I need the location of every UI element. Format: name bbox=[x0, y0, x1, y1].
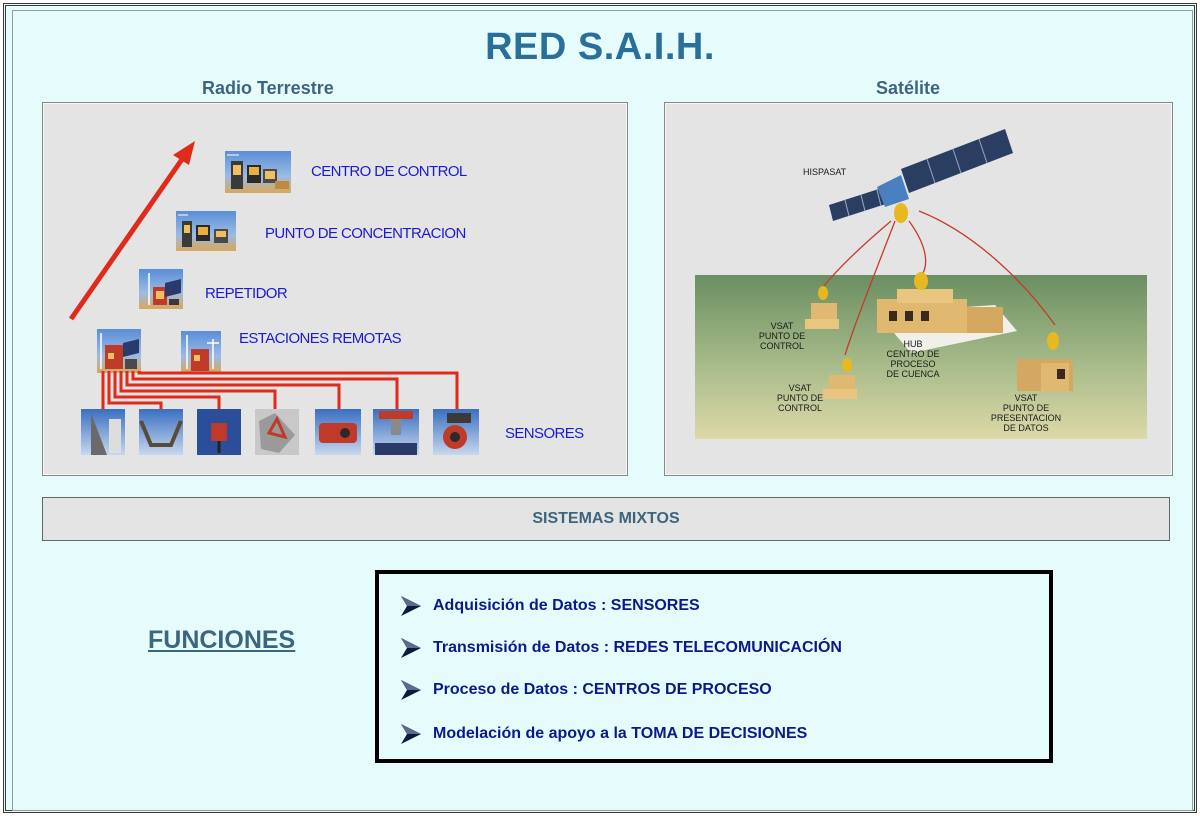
sensor-wires bbox=[101, 371, 459, 409]
function-item-label: Modelación de apoyo a la TOMA DE DECISIO… bbox=[433, 725, 808, 742]
sensor-icon-2 bbox=[139, 409, 183, 455]
inner-frame bbox=[12, 10, 1193, 811]
repeater-icon bbox=[139, 269, 183, 309]
function-item: Proceso de Datos : CENTROS DE PROCESO bbox=[399, 678, 772, 702]
vsat-building-3 bbox=[1017, 332, 1073, 391]
arrow-bullet-icon bbox=[401, 680, 421, 700]
function-item-label: Proceso de Datos : CENTROS DE PROCESO bbox=[433, 681, 772, 698]
radio-diagram bbox=[68, 141, 479, 455]
function-item-label: Transmisión de Datos : REDES TELECOMUNIC… bbox=[433, 639, 842, 656]
label-vsat-control-2: VSAT PUNTO DE CONTROL bbox=[776, 383, 824, 413]
label-control-center: CENTRO DE CONTROL bbox=[311, 163, 467, 180]
label-repeater: REPETIDOR bbox=[205, 285, 288, 302]
sensor-icon-3 bbox=[197, 409, 241, 455]
control-center-icon bbox=[225, 151, 291, 193]
sensor-icon-4 bbox=[255, 409, 299, 455]
label-vsat-control-1: VSAT PUNTO DE CONTROL bbox=[758, 321, 806, 351]
page-title: RED S.A.I.H. bbox=[485, 26, 715, 68]
label-sensors: SENSORES bbox=[505, 425, 584, 442]
satellite-diagram bbox=[695, 129, 1147, 439]
function-item: Modelación de apoyo a la TOMA DE DECISIO… bbox=[399, 722, 807, 746]
hub-building bbox=[877, 272, 1017, 353]
radio-panel: CENTRO DE CONTROL PUNTO DE CONCENTRACION… bbox=[42, 102, 628, 476]
sensor-icon-1 bbox=[81, 409, 125, 455]
arrow-bullet-icon bbox=[401, 596, 421, 616]
remote-station-icon-1 bbox=[97, 329, 141, 373]
functions-heading: FUNCIONES bbox=[148, 626, 296, 654]
arrow-bullet-icon bbox=[401, 638, 421, 658]
arrow-bullet-icon bbox=[401, 724, 421, 744]
vsat-building-1 bbox=[805, 286, 839, 329]
sensor-icon-6 bbox=[373, 409, 419, 455]
satellite-section-title: Satélite bbox=[876, 78, 941, 98]
remote-station-icon-2 bbox=[181, 331, 221, 373]
hierarchy-arrow bbox=[68, 141, 195, 321]
sensor-icon-5 bbox=[315, 409, 361, 455]
mixed-systems-bar: SISTEMAS MIXTOS bbox=[42, 497, 1170, 541]
label-hub: HUB CENTRO DE PROCESO DE CUENCA bbox=[886, 339, 940, 379]
functions-box: Adquisición de Datos : SENSORES Transmis… bbox=[375, 570, 1053, 763]
function-item: Transmisión de Datos : REDES TELECOMUNIC… bbox=[399, 636, 842, 660]
satellite-panel: HISPASAT VSAT PUNTO DE CONTROL HUB CENTR… bbox=[664, 102, 1173, 476]
satellite-icon bbox=[829, 129, 1013, 223]
function-item: Adquisición de Datos : SENSORES bbox=[399, 594, 700, 618]
sensor-icon-7 bbox=[433, 409, 479, 455]
label-remote-stations: ESTACIONES REMOTAS bbox=[239, 330, 402, 347]
satellite-links bbox=[822, 210, 1056, 356]
vsat-building-2 bbox=[823, 358, 857, 399]
satellite-name: HISPASAT bbox=[803, 167, 847, 177]
label-vsat-presentation: VSAT PUNTO DE PRESENTACION DE DATOS bbox=[990, 393, 1062, 433]
radio-section-title: Radio Terrestre bbox=[202, 78, 334, 98]
concentration-point-icon bbox=[176, 211, 236, 251]
label-concentration-point: PUNTO DE CONCENTRACION bbox=[265, 225, 466, 242]
function-item-label: Adquisición de Datos : SENSORES bbox=[433, 597, 700, 614]
